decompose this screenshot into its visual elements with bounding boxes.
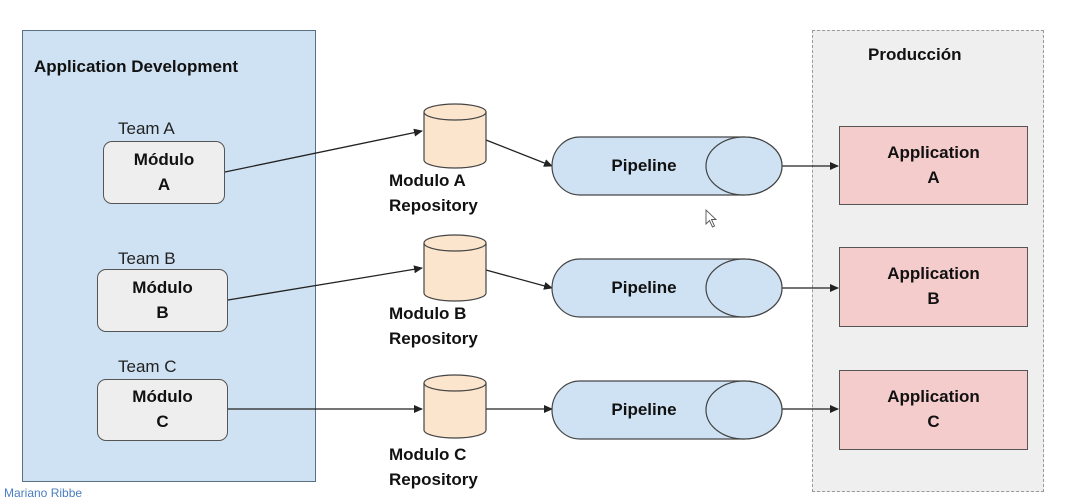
arrow-module-a-to-repo-a xyxy=(224,128,423,173)
team-b-label: Team B xyxy=(118,249,176,268)
application-a-box: Application A xyxy=(839,126,1028,205)
module-c-box: Módulo C xyxy=(97,379,228,441)
application-c-line1: Application xyxy=(887,387,980,407)
module-b-box: Módulo B xyxy=(97,269,228,332)
team-c-label: Team C xyxy=(118,357,177,376)
mouse-cursor-icon xyxy=(705,208,718,228)
module-b-line2: B xyxy=(156,302,169,322)
application-b-line2: B xyxy=(927,289,940,308)
repository-b-label: Modulo B Repository xyxy=(389,302,478,351)
application-b-box: Application B xyxy=(839,247,1028,327)
repository-a-line1: Modulo A xyxy=(389,171,466,190)
arrow-repo-b-to-pipeline-b xyxy=(485,269,553,290)
application-b-line1: Application xyxy=(887,264,980,284)
module-a-line1: Módulo xyxy=(133,149,195,169)
produccion-title: Producción xyxy=(868,45,962,64)
module-c-line1: Módulo xyxy=(132,387,193,407)
pipeline-b-label: Pipeline xyxy=(611,278,677,297)
pipeline-a-shape xyxy=(551,136,783,196)
arrow-module-b-to-repo-b xyxy=(227,265,423,301)
application-a-line2: A xyxy=(927,167,940,187)
module-c-line2: C xyxy=(156,412,169,431)
pipeline-c-shape xyxy=(551,380,783,440)
presenter-name-text: Mariano Ribbe xyxy=(4,486,83,500)
repository-b-line1: Modulo B xyxy=(389,304,467,323)
repository-c-cylinder-icon xyxy=(423,374,487,439)
module-a-line2: A xyxy=(157,174,171,194)
repository-a-line2: Repository xyxy=(389,195,478,215)
application-c-line2: C xyxy=(927,412,940,431)
repository-c-line1: Modulo C xyxy=(389,445,467,464)
repository-a-cylinder-icon xyxy=(423,103,487,169)
repository-b-line2: Repository xyxy=(389,328,478,348)
pipeline-b-shape xyxy=(551,258,783,318)
team-a-label: Team A xyxy=(118,119,175,138)
repository-c-label: Modulo C Repository xyxy=(389,443,478,492)
arrow-repo-a-to-pipeline-a xyxy=(485,139,553,167)
repository-c-line2: Repository xyxy=(389,469,478,489)
application-development-title: Application Development xyxy=(34,57,239,76)
application-a-line1: Application xyxy=(887,142,980,162)
module-b-line1: Módulo xyxy=(132,277,193,297)
repository-a-label: Modulo A Repository xyxy=(389,169,478,218)
repository-b-cylinder-icon xyxy=(423,234,487,302)
pipeline-c-label: Pipeline xyxy=(611,400,677,419)
pipeline-a-label: Pipeline xyxy=(611,156,677,175)
module-a-box: Módulo A xyxy=(103,141,225,204)
application-c-box: Application C xyxy=(839,370,1028,450)
